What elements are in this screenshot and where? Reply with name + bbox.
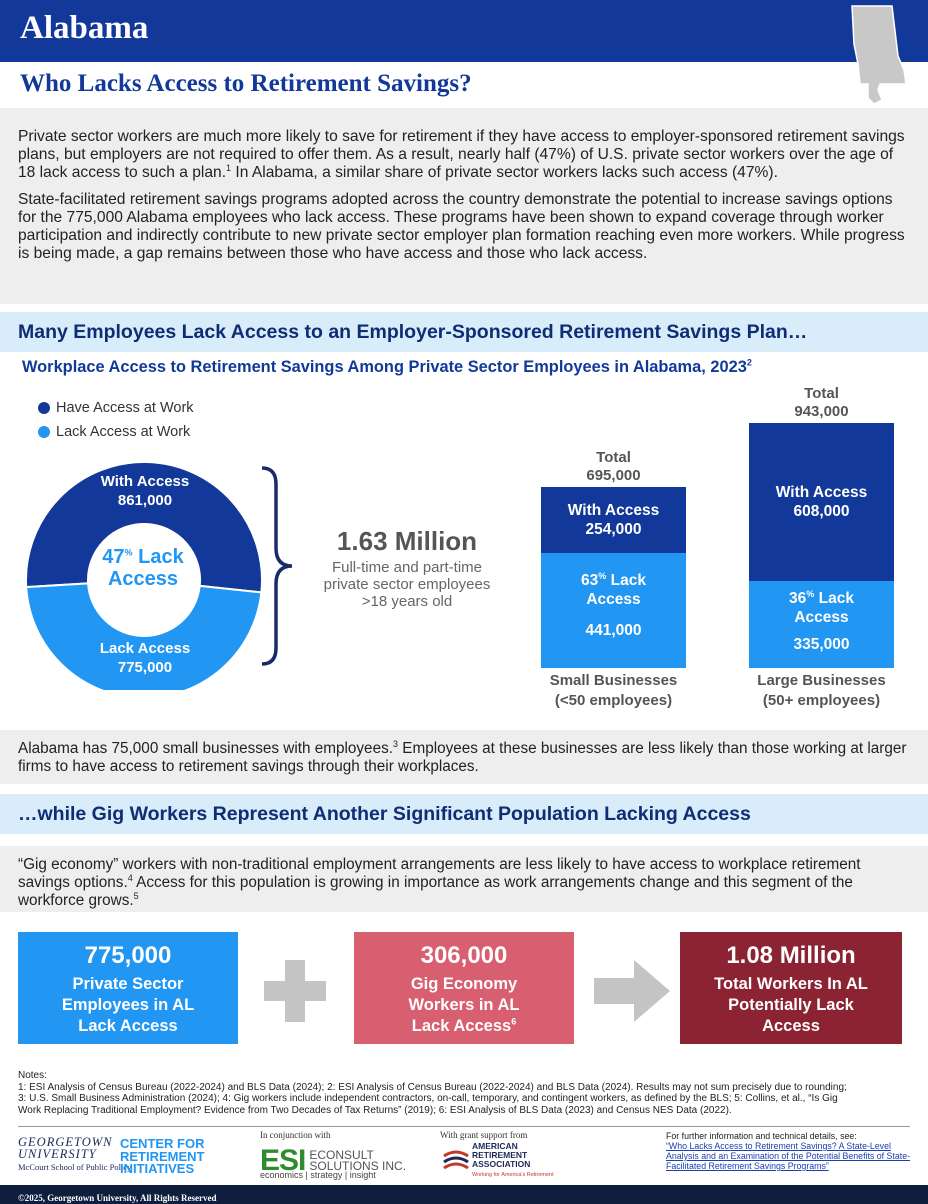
- grant-label: With grant support from: [440, 1130, 528, 1140]
- section-heading-1: Many Employees Lack Access to an Employe…: [0, 312, 928, 352]
- state-name: Alabama: [20, 10, 149, 46]
- footnotes: Notes: 1: ESI Analysis of Census Bureau …: [18, 1070, 847, 1116]
- donut-slice-with-access: [25, 461, 263, 594]
- arrow-right-icon: [594, 960, 670, 1022]
- total-employees-callout: 1.63 Million Full-time and part-time pri…: [323, 526, 491, 610]
- legend-dot-dark: [38, 402, 50, 414]
- conjunction-label: In conjunction with: [260, 1130, 331, 1140]
- copyright-bar: ©2025, Georgetown University, All Rights…: [0, 1185, 928, 1204]
- intro-paragraph-1: Private sector workers are much more lik…: [18, 128, 905, 181]
- further-info: For further information and technical de…: [666, 1131, 922, 1171]
- bar-large-category-label: Large Businesses(50+ employees): [757, 672, 886, 709]
- cri-logo: CENTER FOR RETIREMENT INITIATIVES: [120, 1136, 205, 1176]
- donut-slice-lack-access: [25, 582, 263, 690]
- gig-workers-note: “Gig economy” workers with non-tradition…: [0, 846, 928, 912]
- stat-private-sector: 775,000 Private Sector Employees in AL L…: [18, 932, 238, 1044]
- report-link[interactable]: “Who Lacks Access to Retirement Savings?…: [666, 1141, 911, 1171]
- brace-icon: [261, 466, 293, 666]
- subtitle-bar: [0, 62, 928, 108]
- donut-chart: [25, 461, 263, 690]
- plus-icon: [264, 960, 326, 1022]
- legend-have-access: Have Access at Work: [38, 400, 194, 416]
- legend-lack-access: Lack Access at Work: [38, 424, 190, 440]
- stat-gig-economy: 306,000 Gig Economy Workers in AL Lack A…: [354, 932, 574, 1044]
- intro-box: Private sector workers are much more lik…: [0, 108, 928, 304]
- small-business-note: Alabama has 75,000 small businesses with…: [0, 730, 928, 784]
- page-subtitle: Who Lacks Access to Retirement Savings?: [20, 70, 472, 97]
- section-heading-2: …while Gig Workers Represent Another Sig…: [0, 794, 928, 834]
- legend-dot-light: [38, 426, 50, 438]
- ara-flag-icon: [443, 1150, 469, 1170]
- econsult-tagline: economics | strategy | insight: [260, 1170, 376, 1180]
- header-bar: [0, 0, 928, 62]
- alabama-map-icon: [851, 5, 907, 104]
- georgetown-logo: GEORGETOWN UNIVERSITY McCourt School of …: [18, 1135, 132, 1172]
- footer-divider: [18, 1126, 910, 1127]
- intro-paragraph-2: State-facilitated retirement savings pro…: [18, 191, 905, 262]
- ara-tagline: Working for America's Retirement: [472, 1172, 554, 1178]
- ara-logo-text: AMERICAN RETIREMENT ASSOCIATION: [472, 1141, 531, 1169]
- stat-total-workers: 1.08 Million Total Workers In AL Potenti…: [680, 932, 902, 1044]
- bar-small-category-label: Small Businesses(<50 employees): [549, 672, 678, 709]
- stat-gig-line-3: Lack Access6: [411, 1016, 517, 1035]
- chart-title: Workplace Access to Retirement Savings A…: [22, 357, 752, 376]
